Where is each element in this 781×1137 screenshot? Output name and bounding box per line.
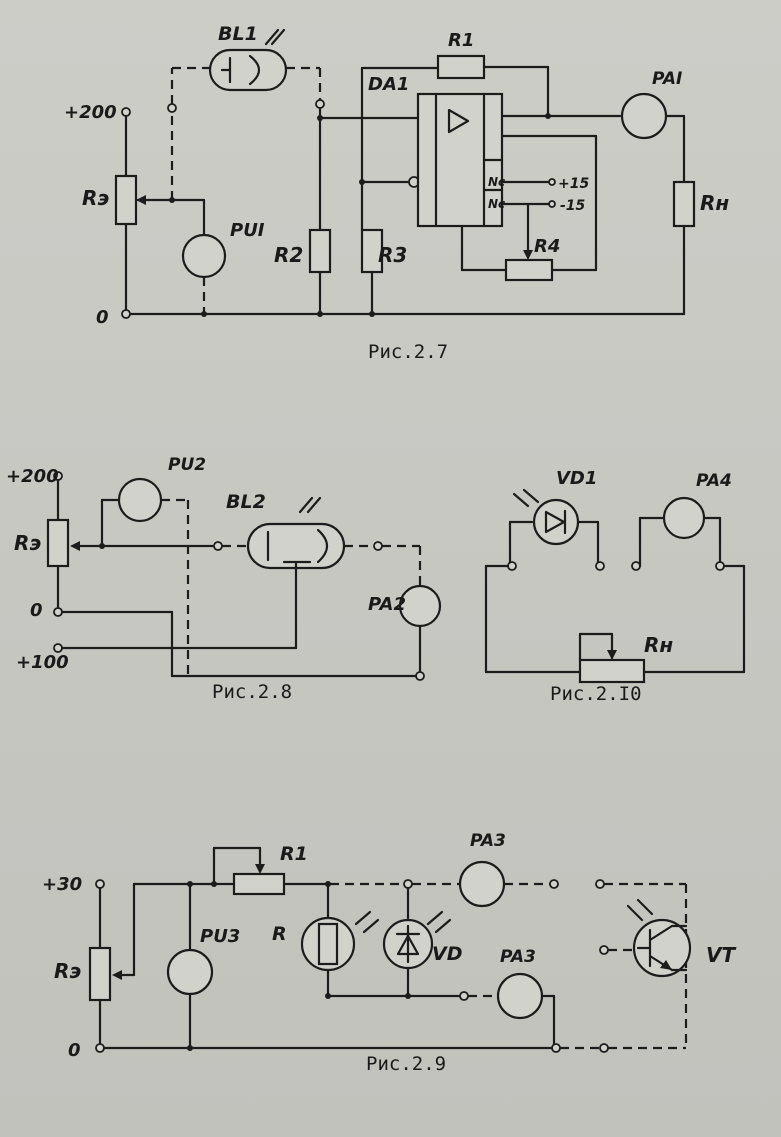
caption-fig-2-10: Рис.2.I0	[550, 683, 642, 705]
resistor-rn	[672, 180, 696, 228]
caption-fig-2-9: Рис.2.9	[366, 1053, 446, 1075]
label-rn-b: Rн	[644, 633, 673, 657]
light-arrows-icon-b	[298, 496, 322, 514]
label-nc2: Nc	[488, 197, 505, 211]
label-da1: DA1	[368, 74, 409, 95]
figure-2-9: +30 Rэ 0 R1 PU3 R VD PA3 PA3 VT Рис.2.9	[42, 831, 736, 1075]
label-pa3-top: PA3	[470, 831, 506, 851]
label-vd: VD	[432, 943, 462, 965]
figure-2-8: +200 Rэ 0 +100 PU2 BL2 PA2 Рис.2.8	[6, 455, 442, 703]
label-pa1: PAI	[652, 69, 682, 89]
label-r3: R3	[378, 243, 407, 267]
label-pu1: PUI	[230, 220, 265, 241]
caption-fig-2-8: Рис.2.8	[212, 681, 292, 703]
light-arrows-icon	[264, 28, 286, 46]
resistor-r2	[308, 228, 332, 274]
terminal-plus200	[121, 107, 131, 117]
label-plus15: +15	[558, 176, 589, 192]
label-plus200: +200	[64, 102, 117, 123]
label-rn: Rн	[700, 191, 729, 215]
terminal-zero-c	[95, 1043, 105, 1053]
label-bl2: BL2	[226, 491, 266, 513]
label-r1: R1	[448, 30, 474, 51]
ammeter-pa4	[662, 496, 706, 540]
label-zero-c: 0	[68, 1040, 81, 1061]
ammeter-pa2	[398, 584, 442, 628]
light-arrows-icon-e	[426, 910, 452, 934]
photodiode-vd1	[532, 498, 580, 546]
label-nc1: Nc	[488, 175, 505, 189]
resistor-re	[114, 174, 138, 226]
label-plus30: +30	[42, 874, 82, 895]
voltmeter-pu3	[166, 948, 214, 996]
resistor-r1	[436, 54, 486, 80]
label-minus15: -15	[560, 198, 586, 214]
light-arrows-icon-d	[354, 910, 380, 934]
figure-2-10: VD1 PA4 Rн Рис.2.I0	[484, 468, 746, 705]
voltmeter-pu1	[181, 233, 227, 279]
potentiometer-rn	[578, 658, 646, 684]
label-re: Rэ	[82, 186, 109, 210]
terminal-plus30	[95, 879, 105, 889]
label-pa2: PA2	[368, 594, 406, 615]
terminal-zero	[121, 309, 131, 319]
ammeter-pa3-top	[458, 860, 506, 908]
ammeter-pa3-bottom	[496, 972, 544, 1020]
figure-2-7: +200 Rэ 0 BL1 PUI R2 R3 DA1 R1 PAI Rн R4…	[64, 23, 729, 363]
label-plus200-b: +200	[6, 466, 59, 487]
light-arrows-icon-f	[626, 898, 654, 922]
light-arrows-icon-c	[512, 488, 540, 508]
label-pa3-bottom: PA3	[500, 947, 536, 967]
label-plus100: +100	[16, 652, 69, 673]
label-re-b: Rэ	[14, 531, 41, 555]
ammeter-pa1	[620, 92, 668, 140]
label-pa4: PA4	[696, 471, 732, 491]
label-r: R	[272, 923, 287, 945]
terminal-plus100	[53, 643, 63, 653]
label-r1-b: R1	[280, 843, 308, 865]
label-pu3: PU3	[200, 926, 240, 947]
caption-fig-2-7: Рис.2.7	[368, 341, 448, 363]
label-r4: R4	[534, 236, 560, 257]
terminal-zero-b	[53, 607, 63, 617]
label-zero-b: 0	[30, 600, 43, 621]
potentiometer-r4	[504, 258, 554, 282]
label-vt: VT	[706, 943, 736, 967]
potentiometer-r1	[232, 872, 286, 896]
label-bl1: BL1	[218, 23, 258, 45]
voltmeter-pu2	[117, 477, 163, 523]
label-vd1: VD1	[556, 468, 597, 489]
resistor-re-c	[88, 946, 112, 1002]
label-r2: R2	[274, 243, 303, 267]
label-re-c: Rэ	[54, 959, 81, 983]
amplifier-triangle-icon	[447, 108, 470, 134]
phototransistor-vt	[632, 918, 692, 978]
resistor-re-b	[46, 518, 70, 568]
label-zero: 0	[96, 307, 109, 328]
label-pu2: PU2	[168, 455, 206, 475]
